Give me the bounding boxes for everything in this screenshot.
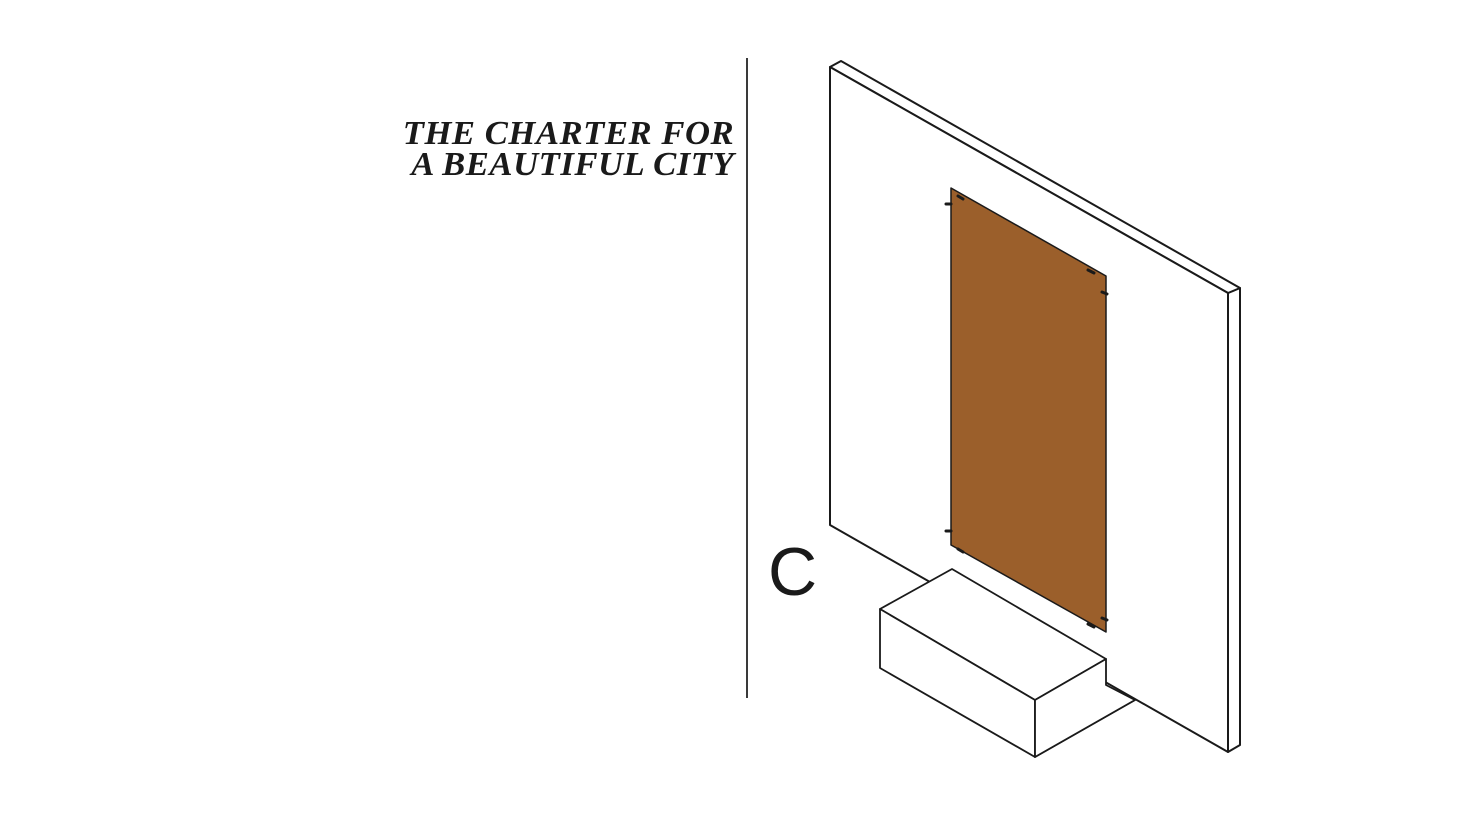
title-line-1: THE CHARTER FOR xyxy=(402,115,735,152)
bench-side-face xyxy=(1034,658,1136,758)
vertical-divider xyxy=(746,58,748,698)
title-line-2: A BEAUTIFUL CITY xyxy=(411,146,735,183)
wall-side-face xyxy=(1227,287,1241,753)
fixing-bottom-right-2 xyxy=(1100,616,1109,622)
page-title: THE CHARTER FOR A BEAUTIFUL CITY xyxy=(402,115,735,183)
wall-panel xyxy=(950,187,1107,633)
fixing-top-right xyxy=(1086,268,1096,275)
panel-fixings xyxy=(944,194,1109,629)
fixing-bottom-right xyxy=(1086,622,1096,629)
fixing-right xyxy=(1100,290,1109,296)
section-letter: C xyxy=(768,534,818,610)
fixing-top-left-2 xyxy=(956,194,965,201)
fixing-bottom-left-2 xyxy=(956,547,965,554)
